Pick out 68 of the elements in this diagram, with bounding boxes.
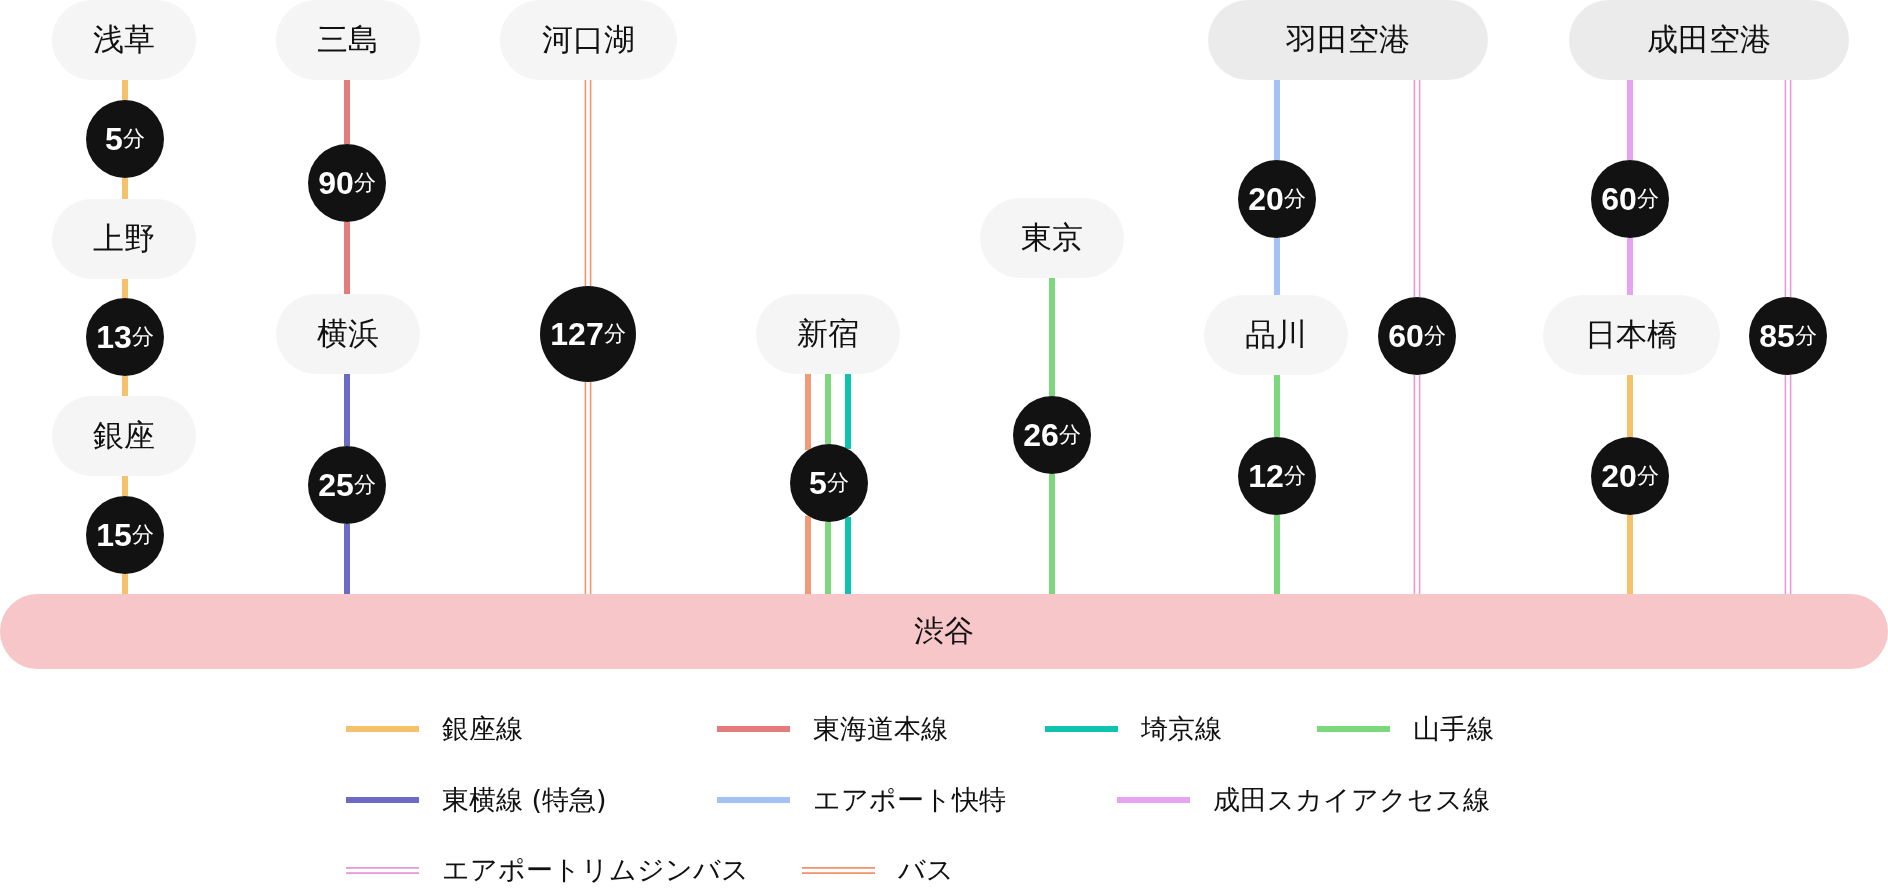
route-line — [344, 222, 350, 294]
airport-pill: 羽田空港 — [1208, 0, 1488, 80]
double-route-line — [1413, 374, 1421, 595]
legend-label: 東横線 (特急) — [442, 783, 607, 817]
route-line — [1627, 375, 1633, 437]
travel-time-badge: 85分 — [1749, 297, 1827, 375]
station-pill: 東京 — [980, 198, 1124, 278]
station-pill: 品川 — [1204, 295, 1348, 375]
route-line — [122, 574, 128, 594]
route-line — [1049, 474, 1055, 594]
legend-label: 成田スカイアクセス線 — [1213, 783, 1490, 817]
double-route-line — [584, 381, 592, 595]
legend-label: エアポート快特 — [813, 783, 1006, 817]
legend-label: バス — [898, 853, 954, 887]
route-line — [1049, 278, 1055, 396]
travel-time-badge: 60分 — [1378, 297, 1456, 375]
station-pill: 三島 — [276, 0, 420, 80]
station-pill: 銀座 — [52, 396, 196, 476]
route-line — [825, 522, 831, 594]
route-line — [805, 374, 811, 451]
travel-time-badge: 90分 — [308, 144, 386, 222]
station-pill: 河口湖 — [500, 0, 677, 80]
travel-time-badge: 60分 — [1591, 160, 1669, 238]
double-route-line — [1413, 79, 1421, 298]
legend-label: 銀座線 — [442, 712, 523, 746]
route-line — [1627, 515, 1633, 594]
route-line — [344, 374, 350, 446]
route-line — [1274, 238, 1280, 295]
route-line — [1627, 238, 1633, 295]
route-line — [122, 376, 128, 396]
double-route-line — [584, 79, 592, 287]
route-line — [122, 80, 128, 100]
station-pill: 浅草 — [52, 0, 196, 80]
double-route-line — [1784, 79, 1792, 298]
route-line — [1274, 515, 1280, 594]
hub-station-bar: 渋谷 — [0, 594, 1888, 669]
route-line — [344, 80, 350, 144]
travel-time-badge: 5分 — [86, 100, 164, 178]
legend-label: 東海道本線 — [813, 712, 948, 746]
legend-label: 山手線 — [1413, 712, 1494, 746]
travel-time-badge: 127分 — [540, 286, 636, 382]
route-line — [845, 374, 851, 449]
station-pill: 上野 — [52, 199, 196, 279]
station-pill: 新宿 — [756, 294, 900, 374]
route-line — [344, 524, 350, 594]
route-line — [1627, 80, 1633, 160]
route-line — [1274, 375, 1280, 437]
route-line — [122, 178, 128, 199]
airport-pill: 成田空港 — [1569, 0, 1849, 80]
travel-time-badge: 5分 — [790, 444, 868, 522]
station-pill: 日本橋 — [1543, 295, 1720, 375]
route-line — [122, 279, 128, 298]
legend-label: エアポートリムジンバス — [442, 853, 749, 887]
travel-time-badge: 13分 — [86, 298, 164, 376]
travel-time-badge: 12分 — [1238, 437, 1316, 515]
legend-label: 埼京線 — [1141, 712, 1222, 746]
route-line — [1274, 80, 1280, 160]
route-line — [805, 515, 811, 594]
double-route-line — [1784, 374, 1792, 595]
station-pill: 横浜 — [276, 294, 420, 374]
travel-time-badge: 20分 — [1238, 160, 1316, 238]
travel-time-badge: 25分 — [308, 446, 386, 524]
route-line — [845, 517, 851, 594]
route-line — [825, 374, 831, 444]
route-line — [122, 476, 128, 496]
travel-time-badge: 15分 — [86, 496, 164, 574]
travel-time-badge: 20分 — [1591, 437, 1669, 515]
travel-time-badge: 26分 — [1013, 396, 1091, 474]
